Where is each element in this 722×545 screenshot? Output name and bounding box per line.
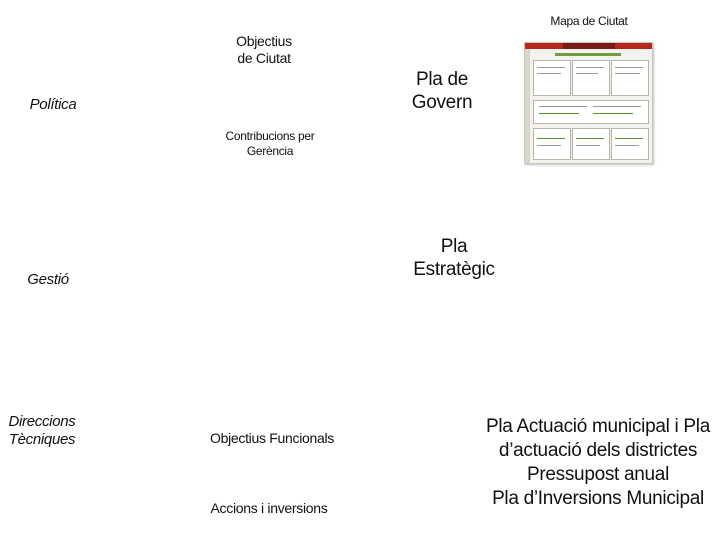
map-box <box>533 128 571 160</box>
map-green-line <box>615 138 643 139</box>
map-text-line <box>537 73 561 74</box>
mapa-de-ciutat-thumbnail <box>524 42 653 164</box>
map-text-line <box>576 145 600 146</box>
plans-line-2: d’actuació dels districtes <box>498 440 698 462</box>
pla-de-govern-line-2: Govern <box>411 92 473 114</box>
map-green-banner <box>555 53 621 56</box>
pla-de-govern-line-1: Pla de <box>415 69 469 90</box>
pla-de-govern: Pla de Govern <box>396 68 488 114</box>
pla-estrategic-line-2: Estratègic <box>413 259 495 281</box>
map-text-line <box>539 106 587 107</box>
plans-line-1: Pla Actuació municipal i Pla <box>486 416 710 437</box>
map-green-line <box>593 113 633 114</box>
objectius-de-ciutat-line-2: de Ciutat <box>237 50 291 67</box>
map-side-strip <box>525 49 530 163</box>
map-text-line <box>615 145 639 146</box>
pla-estrategic: Pla Estratègic <box>404 235 504 281</box>
map-text-line <box>593 106 641 107</box>
map-text-line <box>615 67 643 68</box>
contribucions-per-gerencia: Contribucions per Gerència <box>202 129 338 158</box>
map-header-title-bar <box>563 43 615 49</box>
map-text-line <box>537 67 565 68</box>
map-box <box>611 60 649 96</box>
contribucions-line-1: Contribucions per <box>225 129 315 143</box>
map-box <box>533 60 571 96</box>
plans-municipals: Pla Actuació municipal i Pla d’actuació … <box>476 415 720 512</box>
objectius-de-ciutat: Objectius de Ciutat <box>214 33 314 67</box>
map-box <box>611 128 649 160</box>
row-label-gestio: Gestió <box>27 271 69 288</box>
row-label-direccions-line-2: Tècniques <box>8 431 76 449</box>
row-label-direccions-line-1: Direccions <box>8 413 76 430</box>
row-label-direccions-tecniques: Direccions Tècniques <box>2 413 82 450</box>
map-text-line <box>615 73 640 74</box>
map-green-line <box>537 138 565 139</box>
objectius-funcionals: Objectius Funcionals <box>210 430 334 446</box>
map-box <box>572 60 610 96</box>
mapa-de-ciutat-title: Mapa de Ciutat <box>550 14 628 28</box>
map-text-line <box>576 73 598 74</box>
plans-line-3: Pressupost anual <box>526 464 669 486</box>
map-box <box>572 128 610 160</box>
pla-estrategic-line-1: Pla <box>440 236 468 257</box>
plans-line-4: Pla d’Inversions Municipal <box>492 488 704 510</box>
map-text-line <box>576 67 604 68</box>
map-green-line <box>576 138 604 139</box>
map-text-line <box>537 145 561 146</box>
objectius-de-ciutat-line-1: Objectius <box>236 33 292 49</box>
row-label-politica: Política <box>29 96 77 113</box>
map-box-wide <box>533 100 649 124</box>
accions-i-inversions: Accions i inversions <box>210 500 328 516</box>
contribucions-line-2: Gerència <box>246 143 294 158</box>
map-green-line <box>539 113 579 114</box>
